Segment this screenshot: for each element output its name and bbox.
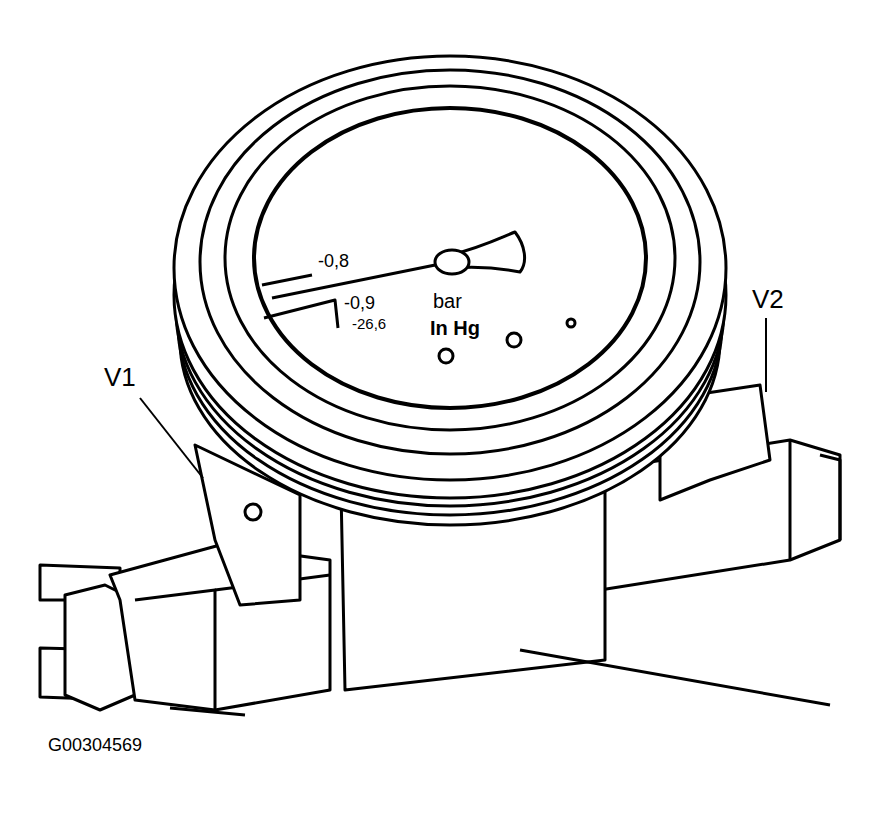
scale-value: -26,6 xyxy=(352,316,386,331)
dial-dot xyxy=(567,319,575,327)
scale-value: -0,8 xyxy=(318,252,349,270)
leader-line xyxy=(765,318,767,392)
leader-line xyxy=(140,398,203,478)
pipe-line xyxy=(520,650,830,705)
hole xyxy=(245,504,261,520)
gauge-dial xyxy=(254,108,646,408)
gauge-needle xyxy=(272,262,450,298)
scale-mark xyxy=(262,275,338,328)
pipe-line xyxy=(170,708,245,715)
dial-dot xyxy=(439,349,453,363)
dial-dot xyxy=(507,333,521,347)
needle-hub xyxy=(435,250,469,274)
gauge-bezel xyxy=(174,56,726,480)
part-label: V2 xyxy=(752,286,784,312)
scale-value: -0,9 xyxy=(344,294,375,312)
edge xyxy=(820,455,840,540)
edge xyxy=(135,590,215,710)
gauge-bezel xyxy=(225,86,675,430)
gauge-bezel xyxy=(200,70,700,454)
figure-id: G00304569 xyxy=(48,736,142,754)
unit-label: In Hg xyxy=(430,318,480,338)
part-label: V1 xyxy=(104,364,136,390)
edge xyxy=(789,440,792,560)
unit-label: bar xyxy=(433,291,462,311)
